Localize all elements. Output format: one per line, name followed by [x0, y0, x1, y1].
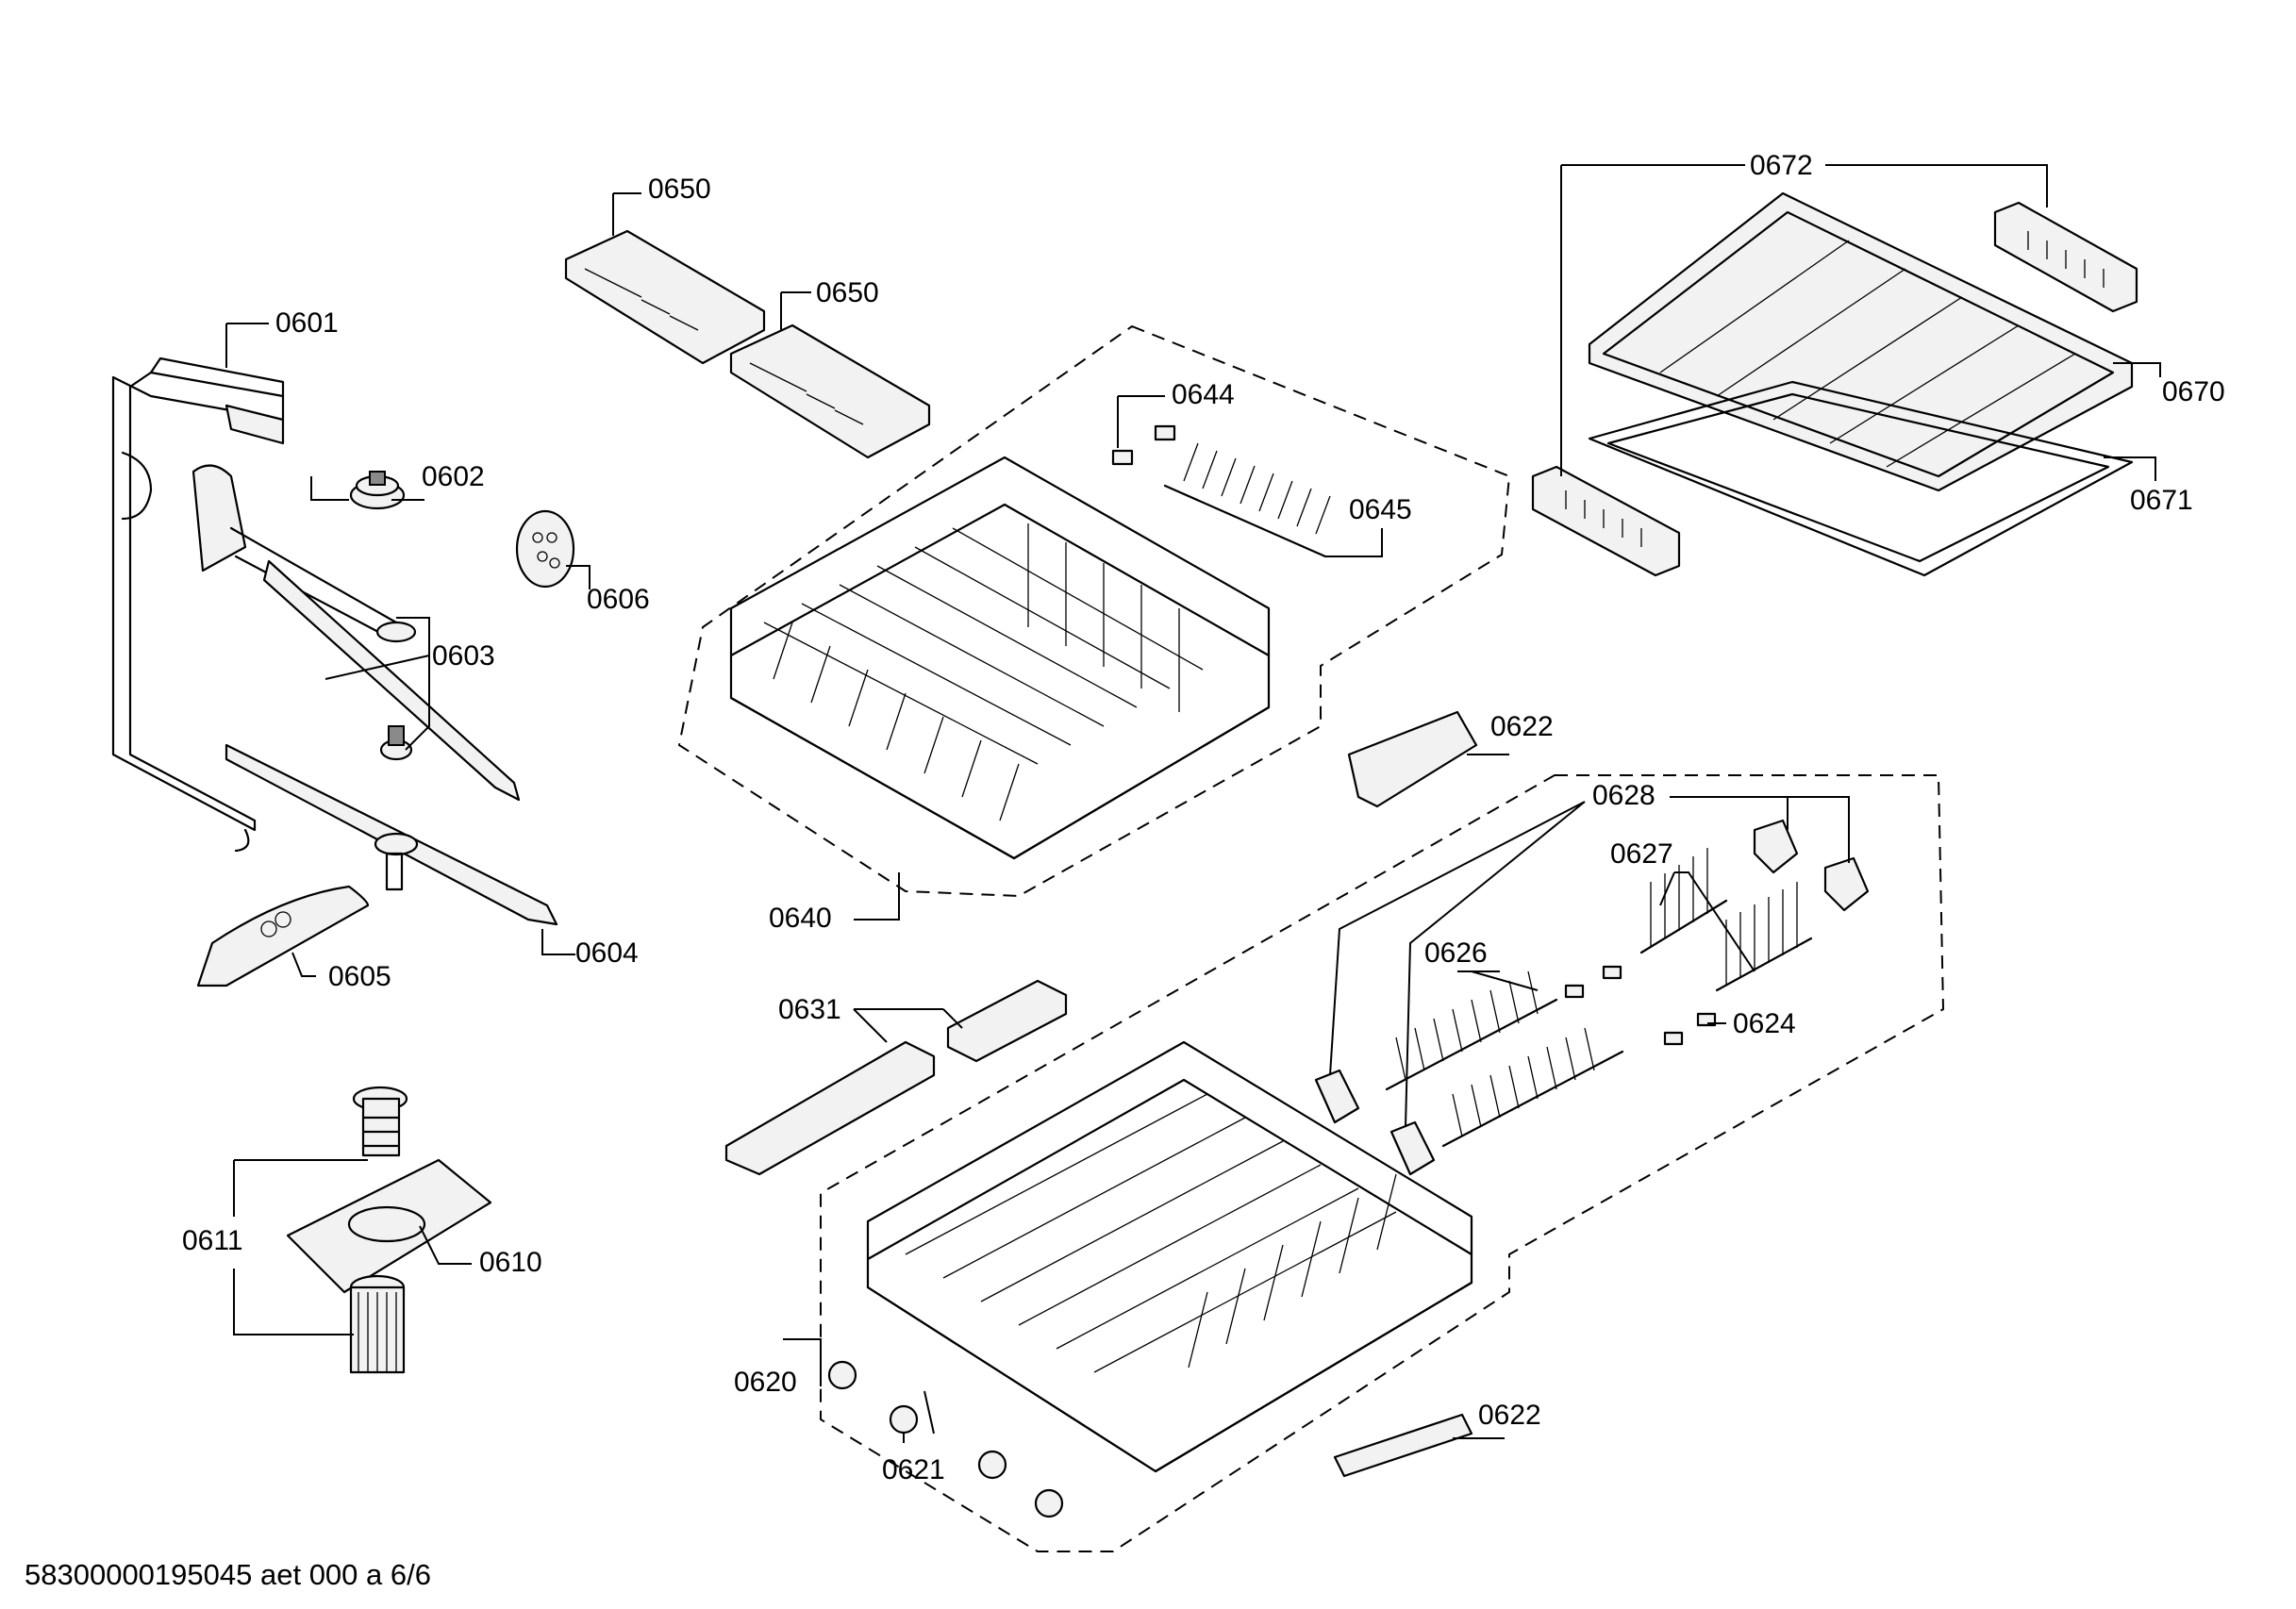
hinges-0628: [1314, 819, 1870, 1176]
label-0605: 0605: [328, 961, 391, 992]
label-0670: 0670: [2162, 376, 2225, 407]
label-0610: 0610: [479, 1247, 542, 1278]
label-0650-a: 0650: [648, 174, 711, 205]
label-0603: 0603: [432, 640, 495, 672]
spray-hub-0602: [349, 471, 406, 510]
cup-shelves-0631: [724, 979, 1068, 1176]
label-0640: 0640: [769, 903, 832, 934]
supply-pipe-0601: [111, 357, 285, 853]
tray-frame-0671: [1588, 380, 2134, 577]
label-0672: 0672: [1750, 150, 1813, 181]
tray-rail-right: [1993, 201, 2138, 313]
label-0631: 0631: [778, 994, 841, 1025]
cup-shelf-0650-a: [564, 229, 766, 365]
cup-shelf-0650-b: [729, 323, 931, 459]
tine-rows-0627: [1639, 848, 1813, 992]
part-labels: 0601 0602 0603 0604 0605 0606 0610 0611 …: [182, 150, 2225, 1485]
upper-spray-arm-0603: [191, 464, 521, 802]
handle-0622-upper: [1347, 710, 1478, 808]
label-strip-0622-lower: [1333, 1413, 1473, 1478]
wheels-0621: [827, 1360, 1064, 1518]
label-0611: 0611: [182, 1225, 243, 1256]
label-0621: 0621: [882, 1454, 945, 1485]
label-0628: 0628: [1592, 780, 1655, 811]
filter-piece-0605: [196, 885, 370, 987]
label-0606: 0606: [587, 584, 650, 615]
label-0650-b: 0650: [816, 277, 879, 308]
label-0622-upper: 0622: [1490, 711, 1554, 742]
lower-rack-group-outline: [820, 774, 1945, 1552]
tine-row-0645: [1163, 442, 1331, 558]
clips-0644: [1111, 424, 1176, 466]
label-0671: 0671: [2130, 485, 2193, 516]
cutlery-tray-0670: [1588, 191, 2134, 492]
document-footer-id: 58300000195045 aet 000 a 6/6: [25, 1558, 431, 1591]
lower-spray-arm-0604: [225, 743, 558, 926]
label-0627: 0627: [1610, 838, 1673, 870]
label-0601: 0601: [275, 307, 339, 339]
label-0644: 0644: [1172, 379, 1235, 410]
tine-rows-0626: [1385, 970, 1624, 1148]
label-0645: 0645: [1349, 494, 1412, 525]
label-0620: 0620: [734, 1367, 797, 1398]
sump-filter-assembly: [286, 1086, 492, 1374]
label-0626: 0626: [1424, 937, 1488, 969]
tray-rail-left: [1531, 465, 1681, 577]
leader-lines: [225, 164, 2161, 1443]
clips-0624: [1564, 965, 1717, 1046]
lower-rack-0620: [866, 1040, 1473, 1473]
label-0622-lower: 0622: [1478, 1400, 1541, 1431]
spray-disc-0606: [515, 509, 575, 589]
upper-rack-group-outline: [677, 324, 1511, 898]
label-0604: 0604: [575, 937, 639, 969]
label-0602: 0602: [422, 461, 485, 492]
upper-rack-0640: [729, 456, 1271, 860]
label-0624: 0624: [1733, 1008, 1796, 1039]
